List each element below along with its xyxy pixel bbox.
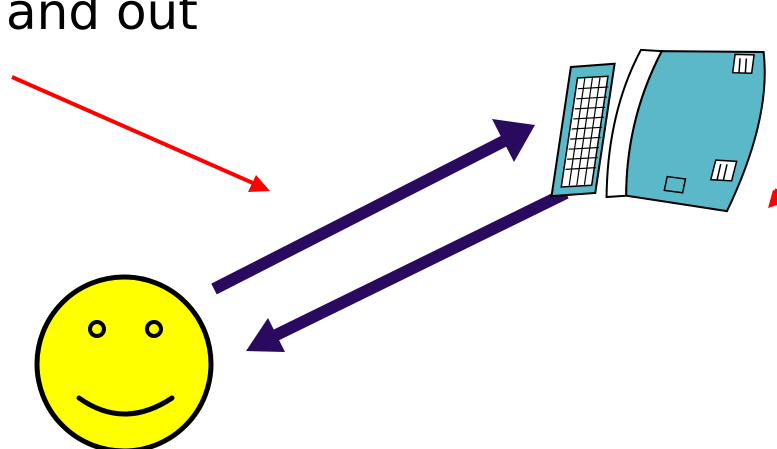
- input-flow-arrow-head: [492, 119, 535, 162]
- pointer-arrow: [11, 75, 263, 189]
- side-arrow-head: [768, 190, 777, 208]
- right-eye: [145, 320, 163, 338]
- output-flow-arrow: [265, 187, 569, 345]
- monitor: [605, 48, 766, 213]
- output-flow-arrow-head: [246, 318, 285, 352]
- computer-icon: [550, 48, 766, 213]
- caption-text: and out: [6, 0, 198, 41]
- face-circle: [34, 274, 214, 449]
- input-flow-arrow: [211, 131, 515, 295]
- keyboard: [550, 62, 616, 198]
- pointer-arrow-head: [248, 175, 270, 192]
- left-eye: [88, 320, 106, 338]
- smiley-face-icon: [34, 274, 214, 449]
- smile: [76, 395, 175, 417]
